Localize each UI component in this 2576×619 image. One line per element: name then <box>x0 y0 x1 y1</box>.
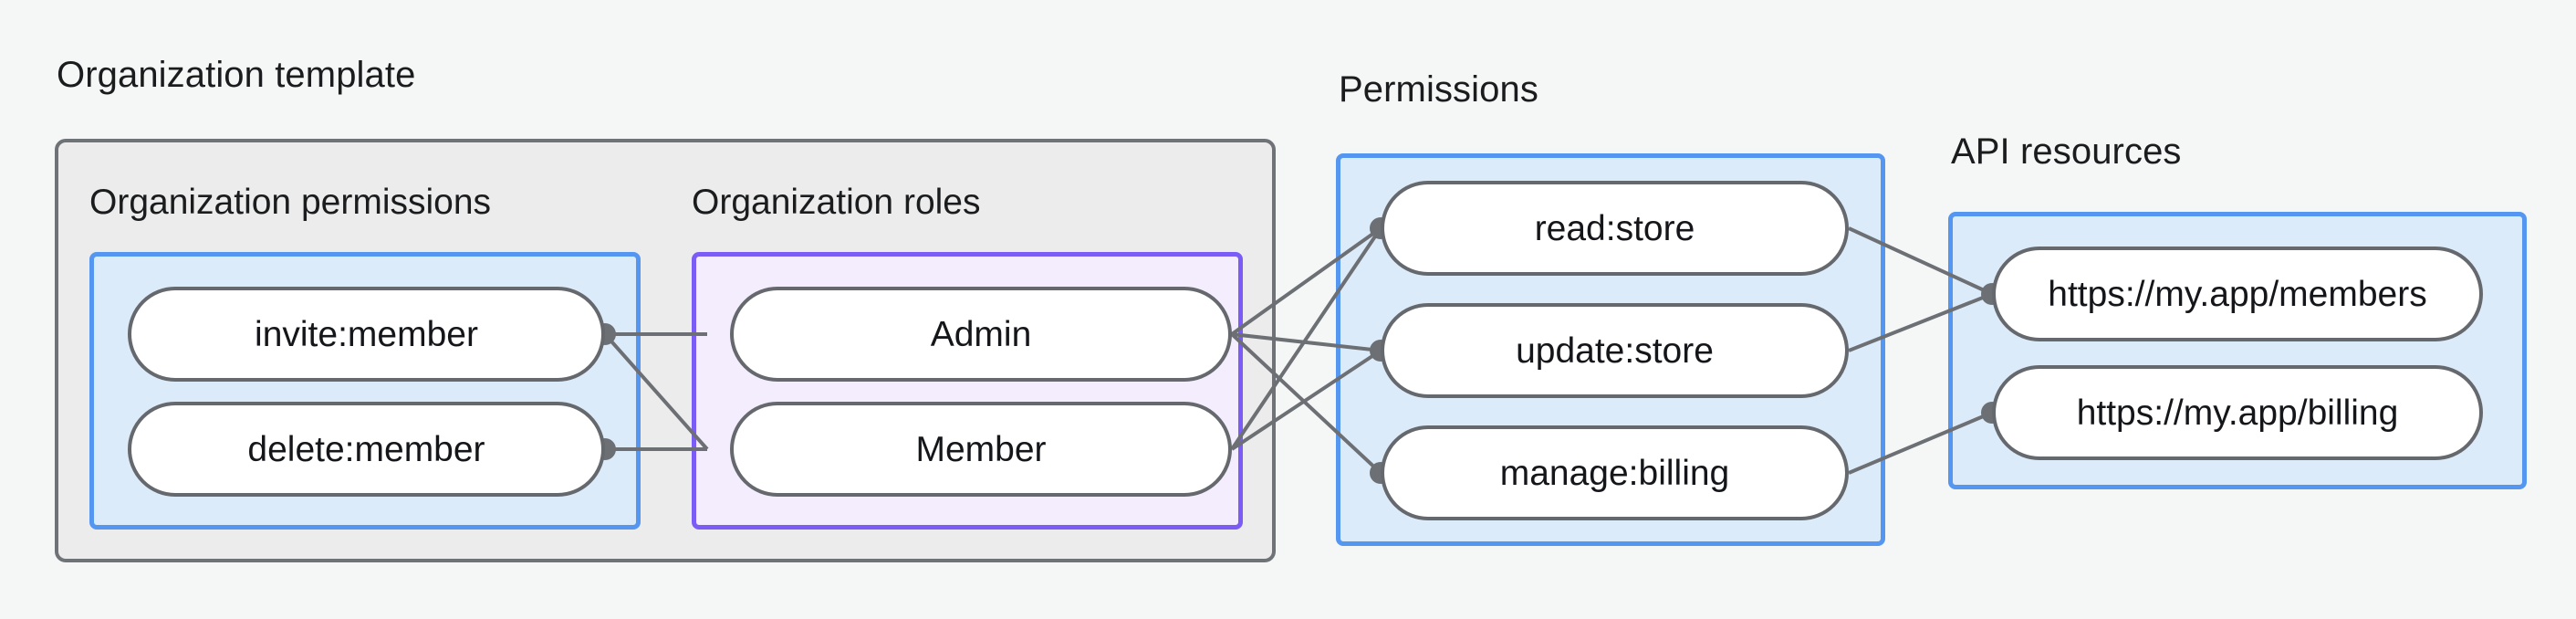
organization-permissions-label: Organization permissions <box>89 183 492 222</box>
node-update-store[interactable]: update:store <box>1381 303 1849 398</box>
organization-template-label: Organization template <box>57 55 416 95</box>
node-delete-member-label: delete:member <box>247 429 485 469</box>
node-invite-member[interactable]: invite:member <box>128 287 605 382</box>
node-billing-url-label: https://my.app/billing <box>2076 393 2399 433</box>
node-invite-member-label: invite:member <box>255 314 478 354</box>
api-resources-label: API resources <box>1951 131 2182 172</box>
node-members-url-label: https://my.app/members <box>2048 274 2427 314</box>
node-member[interactable]: Member <box>730 402 1232 497</box>
organization-roles-label: Organization roles <box>692 183 981 222</box>
node-member-label: Member <box>915 429 1047 469</box>
node-read-store[interactable]: read:store <box>1381 181 1849 276</box>
node-manage-billing[interactable]: manage:billing <box>1381 425 1849 520</box>
node-read-store-label: read:store <box>1534 208 1695 248</box>
node-update-store-label: update:store <box>1516 330 1714 371</box>
node-delete-member[interactable]: delete:member <box>128 402 605 497</box>
permissions-label: Permissions <box>1339 69 1538 110</box>
node-admin-label: Admin <box>930 314 1032 354</box>
node-billing-url[interactable]: https://my.app/billing <box>1992 365 2483 460</box>
node-manage-billing-label: manage:billing <box>1499 453 1730 493</box>
node-admin[interactable]: Admin <box>730 287 1232 382</box>
node-members-url[interactable]: https://my.app/members <box>1992 247 2483 341</box>
